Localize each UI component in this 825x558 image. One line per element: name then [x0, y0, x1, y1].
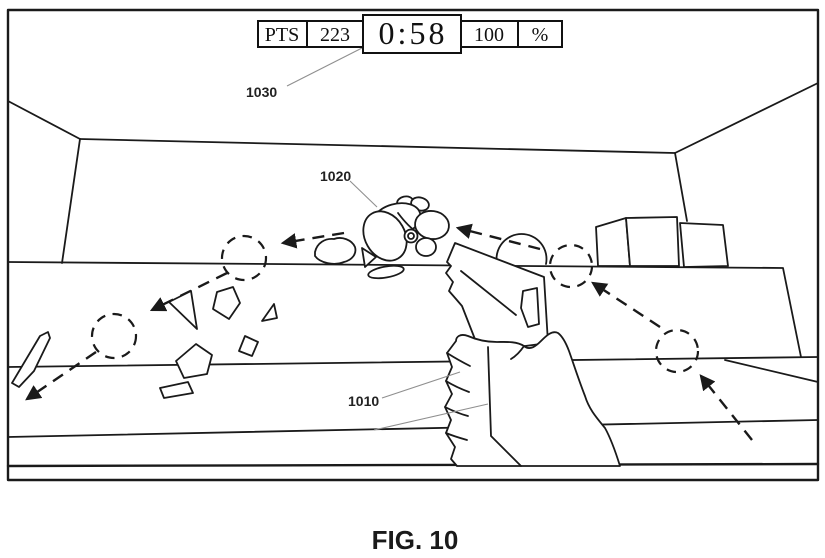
hud-timer-box [362, 14, 462, 54]
impact-ring-solid [495, 233, 548, 265]
crate-left-front-face [625, 216, 680, 267]
leader-line-1030 [286, 47, 363, 87]
pistol-body [445, 242, 549, 353]
target-position-circle-4 [654, 328, 700, 374]
counter-bottom-edge [7, 356, 819, 368]
figure-frame [6, 8, 820, 482]
leader-line-1020 [349, 180, 378, 208]
hud-pts-value-box [306, 20, 364, 48]
room-walls [6, 82, 820, 468]
thumb-web-line [510, 345, 525, 360]
ref-label-1010: 1010 [348, 393, 379, 409]
floor-front-edge [6, 462, 820, 468]
left-wall-corner [61, 138, 81, 264]
target-position-circle-1 [220, 234, 268, 282]
trajectory-arrow-from-duck [280, 231, 345, 249]
leader-lines [286, 47, 489, 431]
lower-ledge-edge [7, 419, 819, 438]
crate-right [679, 222, 729, 268]
crate-left-side-face [595, 217, 631, 267]
hud-health-unit-box [517, 20, 563, 48]
pistol-grip-panel [520, 287, 540, 328]
shard [261, 303, 278, 322]
shard-sliver [11, 331, 51, 388]
ceiling-edge-left [7, 100, 81, 140]
counter-top-edge [7, 261, 802, 358]
duck-tail-fin [361, 247, 377, 268]
trajectory-arrow-down-left-2 [25, 351, 97, 401]
hud-pts-label-box [257, 20, 308, 48]
duck-eye-inner [407, 232, 415, 240]
hand-outline [444, 331, 621, 467]
hud-timer-value: 0:58 [379, 15, 448, 51]
target-position-circle-3 [548, 243, 594, 289]
duck-cheek [415, 237, 437, 257]
trajectory-arrow-up-right [699, 374, 753, 441]
finger-crease [444, 406, 469, 417]
shard [238, 335, 259, 357]
trajectory-arrow-to-duck [455, 223, 541, 251]
finger-crease [445, 380, 470, 393]
rock-on-counter [314, 237, 357, 265]
finger-crease [446, 352, 471, 367]
shard [212, 286, 241, 320]
hud-pts-value: 223 [320, 24, 350, 46]
debris-shards [11, 286, 278, 399]
hud-health-value: 100 [474, 24, 504, 46]
finger-crease [445, 432, 468, 441]
duck-eye-outer [403, 228, 419, 244]
back-wall-top-edge [79, 138, 676, 154]
trajectory-arrow-to-gun-circle [591, 281, 661, 329]
duck-body [362, 210, 408, 262]
crates [595, 216, 729, 268]
hud-health-unit: % [532, 24, 549, 46]
pistol-slide-line [460, 270, 517, 316]
figure-caption: FIG. 10 [372, 525, 459, 555]
target-position-circle-2 [90, 312, 138, 360]
leader-line-1010a [381, 371, 461, 399]
shard [168, 290, 198, 330]
shard [159, 381, 194, 399]
hand [444, 331, 621, 467]
shard [175, 343, 213, 379]
duck-target [361, 195, 450, 268]
hud-panel: PTS 223 0:58 100 % [257, 14, 563, 54]
pistol [445, 242, 549, 353]
counter-slot-shadow [367, 264, 405, 280]
trajectory-markers [90, 234, 700, 374]
index-finger-edge [487, 346, 522, 467]
ref-label-1020: 1020 [320, 168, 351, 184]
ref-label-1030: 1030 [246, 84, 277, 100]
leader-line-1010b [373, 403, 489, 431]
hud-pts-label: PTS [265, 24, 299, 46]
right-wall-corner [674, 152, 688, 222]
floor-diagonal-right [724, 359, 819, 383]
ceiling-edge-right [674, 82, 819, 154]
